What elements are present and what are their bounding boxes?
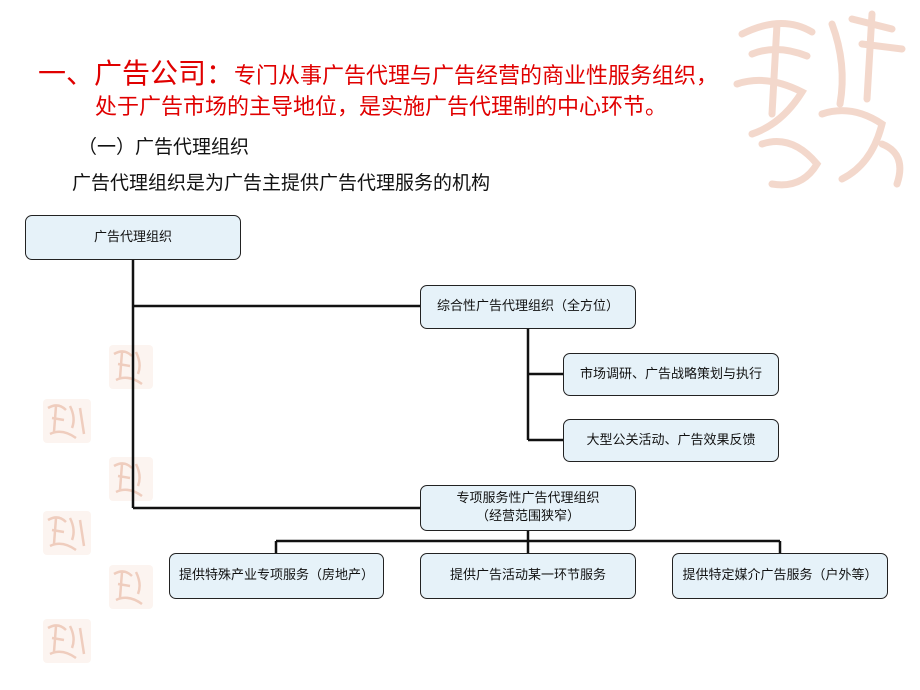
seal-stamp-4 <box>43 511 91 555</box>
seal-stamp-1 <box>109 345 153 389</box>
title-line1: 专门从事广告代理与广告经营的商业性服务组织， <box>234 64 719 89</box>
node-comprehensive-child-2: 大型公关活动、广告效果反馈 <box>563 419 779 462</box>
node-root-label: 广告代理组织 <box>93 229 172 245</box>
description: 广告代理组织是为广告主提供广告代理服务的机构 <box>72 172 491 194</box>
node-specialized-child-3-label: 提供特定媒介广告服务（户外等） <box>682 568 878 584</box>
node-comprehensive: 综合性广告代理组织（全方位） <box>420 285 636 329</box>
calligraphy-seal-large <box>733 10 906 189</box>
node-root: 广告代理组织 <box>25 215 241 260</box>
node-specialized-child-1: 提供特殊产业专项服务（房地产） <box>169 553 384 599</box>
title-number: 一、 <box>38 57 95 90</box>
node-specialized-child-1-label: 提供特殊产业专项服务（房地产） <box>178 568 374 584</box>
node-comprehensive-child-1: 市场调研、广告战略策划与执行 <box>563 353 779 396</box>
seal-stamp-3 <box>109 457 153 501</box>
node-specialized-label-1: 专项服务性广告代理组织 <box>456 491 600 507</box>
page-title: 一、广告公司：专门从事广告代理与广告经营的商业性服务组织， <box>38 52 718 92</box>
title-line2: 处于广告市场的主导地位，是实施广告代理制的中心环节。 <box>95 95 668 120</box>
node-specialized-label-2: （经营范围狭窄） <box>475 509 580 524</box>
node-comprehensive-child-2-label: 大型公关活动、广告效果反馈 <box>586 432 756 448</box>
node-specialized-child-3: 提供特定媒介广告服务（户外等） <box>672 553 888 599</box>
seal-stamp-5 <box>109 565 153 609</box>
title-heading: 广告公司： <box>94 57 235 90</box>
seal-stamp-6 <box>43 619 91 663</box>
node-comprehensive-child-1-label: 市场调研、广告战略策划与执行 <box>579 366 762 382</box>
node-specialized: 专项服务性广告代理组织 （经营范围狭窄） <box>420 485 636 531</box>
node-specialized-child-2-label: 提供广告活动某一环节服务 <box>449 568 606 584</box>
node-specialized-child-2: 提供广告活动某一环节服务 <box>420 553 636 599</box>
seal-stamp-2 <box>43 399 91 443</box>
node-comprehensive-label: 综合性广告代理组织（全方位） <box>436 299 619 315</box>
subheading: （一）广告代理组织 <box>78 136 250 158</box>
